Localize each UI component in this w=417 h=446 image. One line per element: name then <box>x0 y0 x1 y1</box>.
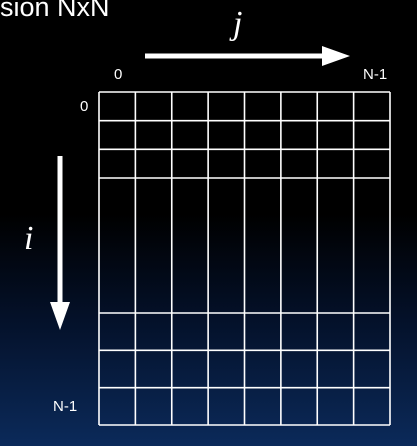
down-arrow-icon <box>50 156 70 330</box>
column-end-label: N-1 <box>363 66 388 83</box>
row-end-label: N-1 <box>53 398 78 415</box>
right-arrow-icon <box>145 46 350 66</box>
column-start-label: 0 <box>114 66 123 83</box>
row-index-label: i <box>24 220 34 257</box>
column-index-label: j <box>233 5 243 42</box>
slide-title: ision NxN <box>0 0 110 22</box>
row-start-label: 0 <box>80 98 89 115</box>
